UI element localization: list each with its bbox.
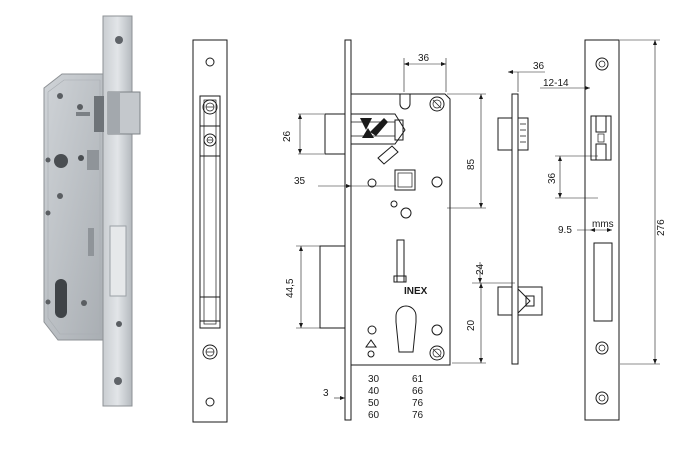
dim-deadbolt-height: 44,5 bbox=[285, 278, 296, 298]
size-table: 30 61 40 66 50 76 60 76 bbox=[368, 374, 424, 421]
size-table-cell: 50 bbox=[368, 398, 380, 409]
dim-cylinder-offset: 20 bbox=[466, 319, 477, 331]
lock-photo bbox=[43, 15, 141, 407]
dim-unit: mms bbox=[592, 219, 614, 230]
faceplate-front-view bbox=[192, 39, 228, 423]
dim-faceplate-offset: 9.5 bbox=[558, 225, 572, 236]
dim-plate-thickness: 3 bbox=[323, 388, 329, 399]
dim-right-top-width: 36 bbox=[547, 172, 558, 184]
dim-latch-height: 26 bbox=[282, 130, 293, 142]
brand-label: INEX bbox=[404, 286, 428, 297]
dimension-lines: 36 26 35 85 44,5 24 20 bbox=[282, 39, 667, 405]
dim-latch-width: 36 bbox=[533, 61, 545, 72]
dim-latch-offset: 35 bbox=[294, 176, 306, 187]
size-table-cell: 76 bbox=[412, 410, 424, 421]
size-table-cell: 66 bbox=[412, 386, 424, 397]
lock-side-profile bbox=[497, 93, 543, 365]
dim-rod-height: 24 bbox=[475, 263, 486, 275]
dim-top-width: 36 bbox=[418, 53, 430, 64]
dim-faceplate-length: 276 bbox=[656, 219, 667, 236]
size-table-cell: 76 bbox=[412, 398, 424, 409]
lock-faceplate bbox=[102, 15, 133, 407]
size-table-cell: 60 bbox=[368, 410, 380, 421]
lock-cylinder-hole bbox=[55, 279, 67, 318]
size-table-cell: 61 bbox=[412, 374, 424, 385]
lock-body-drawing: INEX bbox=[319, 39, 451, 421]
size-table-cell: 40 bbox=[368, 386, 380, 397]
lock-deadbolt-slot bbox=[109, 225, 127, 297]
dim-backset-range: 12-14 bbox=[543, 78, 569, 89]
dim-center-distance: 85 bbox=[466, 158, 477, 170]
size-table-cell: 30 bbox=[368, 374, 380, 385]
